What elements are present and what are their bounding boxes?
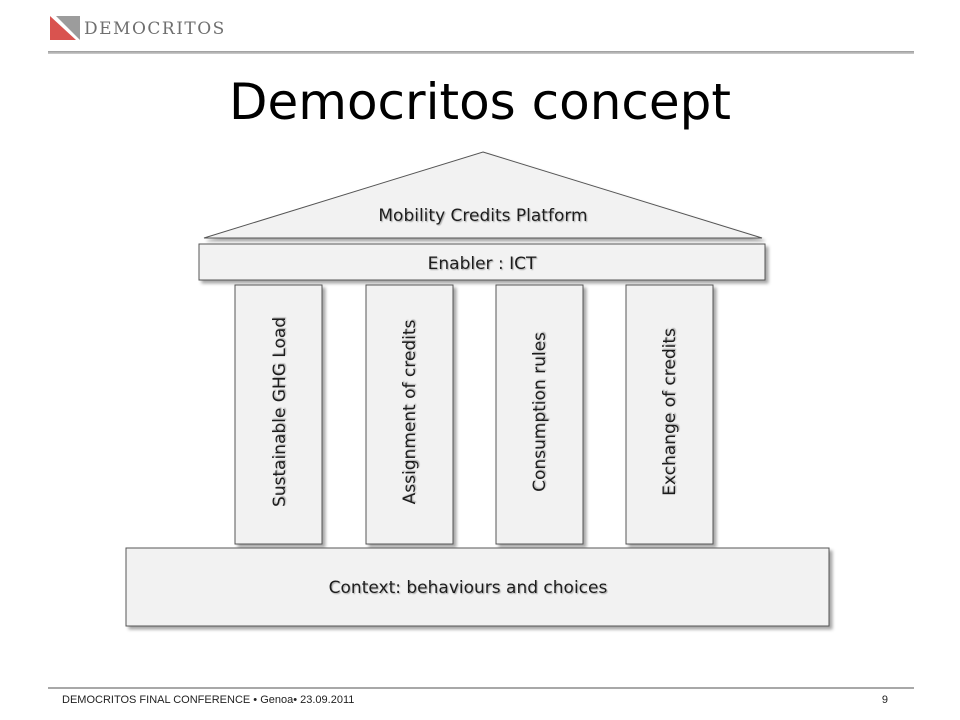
header-divider <box>48 51 914 54</box>
base-label: Context: behaviours and choices <box>329 578 608 598</box>
beam-label: Enabler : ICT <box>428 254 537 274</box>
pillar-3-label: Consumption rules <box>530 332 550 492</box>
beam-bar <box>198 243 766 281</box>
pillar-1-label: Sustainable GHG Load <box>270 317 290 507</box>
base-block <box>125 547 830 627</box>
roof-label: Mobility Credits Platform <box>378 206 587 226</box>
logo-red-triangle-icon <box>50 16 76 40</box>
pillar-4 <box>625 284 714 545</box>
brand-logo: DEMOCRITOS <box>50 16 226 40</box>
logo-gray-triangle-icon <box>56 16 80 40</box>
brand-name: DEMOCRITOS <box>84 19 226 39</box>
pillar-4-label: Exchange of credits <box>660 328 680 496</box>
pillar-2-label: Assignment of credits <box>400 319 420 504</box>
page-number: 9 <box>881 694 888 706</box>
footer-text: DEMOCRITOS FINAL CONFERENCE • Genoa• 23.… <box>62 694 355 706</box>
pillar-2 <box>365 284 454 545</box>
slide-title: Democritos concept <box>228 73 731 131</box>
pillar-3 <box>495 284 584 545</box>
footer-divider <box>48 687 914 689</box>
pillar-1 <box>234 284 323 545</box>
roof-triangle <box>203 151 763 239</box>
